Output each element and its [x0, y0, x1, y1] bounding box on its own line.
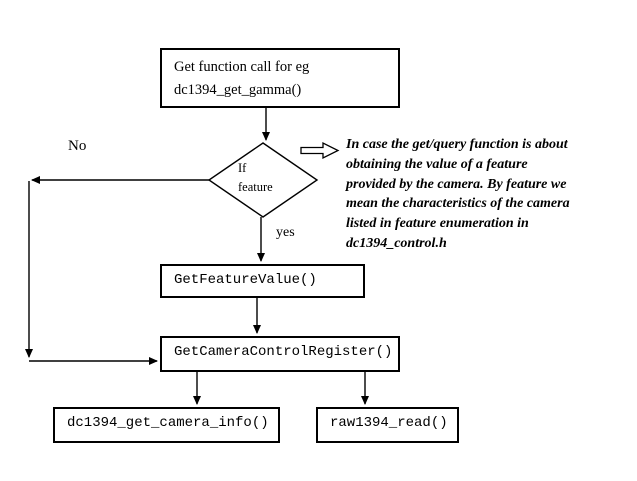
callout-arrow-icon — [300, 141, 340, 160]
annotation-line: listed in feature enumeration in — [346, 216, 529, 232]
node-decision-line: feature — [238, 180, 273, 194]
decision-diamond-shape — [207, 142, 319, 218]
node-dc1394-get-camera-info: dc1394_get_camera_info() — [53, 407, 280, 443]
annotation-line: mean the characteristics of the camera — [346, 196, 570, 212]
annotation-text: In case the get/query function is about … — [346, 135, 616, 254]
node-start-line: dc1394_get_gamma() — [174, 82, 302, 98]
annotation-line: provided by the camera. By feature we — [346, 176, 567, 192]
node-get-feature-value: GetFeatureValue() — [160, 264, 365, 298]
annotation-line: dc1394_control.h — [346, 235, 447, 251]
annotation-line: obtaining the value of a feature — [346, 156, 528, 172]
edge-label-yes: yes — [276, 225, 295, 240]
node-get-camera-control-register: GetCameraControlRegister() — [160, 336, 400, 372]
annotation-line: In case the get/query function is about — [346, 137, 568, 152]
node-start-line: Get function call for eg — [174, 59, 310, 75]
edge-label-no: No — [68, 138, 87, 154]
node-decision: If feature — [238, 159, 273, 197]
node-start: Get function call for eg dc1394_get_gamm… — [160, 48, 400, 108]
node-raw1394-read: raw1394_read() — [316, 407, 459, 443]
node-decision-line: If — [238, 161, 247, 175]
